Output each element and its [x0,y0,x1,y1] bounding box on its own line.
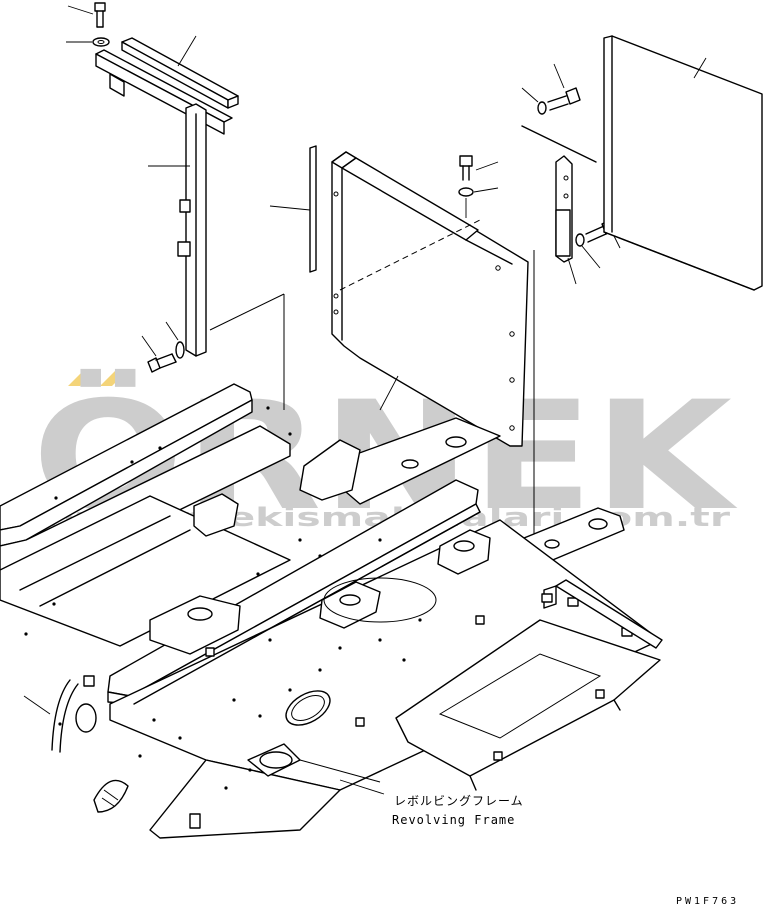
cover-panel [331,151,529,447]
washer-top-left [66,37,110,47]
bolt-top-left [67,2,106,28]
bolt-panel-top [458,155,499,218]
rubber-strip [269,145,317,273]
left-bracket [95,35,239,357]
revolving-frame [0,383,663,839]
frame-label-english: Revolving Frame [392,813,516,827]
insulation-pad [603,35,763,291]
frame-label-japanese: レボルビングフレーム [394,794,524,808]
right-bracket [555,155,577,285]
bolt-mid-left [141,321,185,373]
drawing-code: PW1F763 [676,896,740,907]
bolt-top-right [521,63,597,163]
